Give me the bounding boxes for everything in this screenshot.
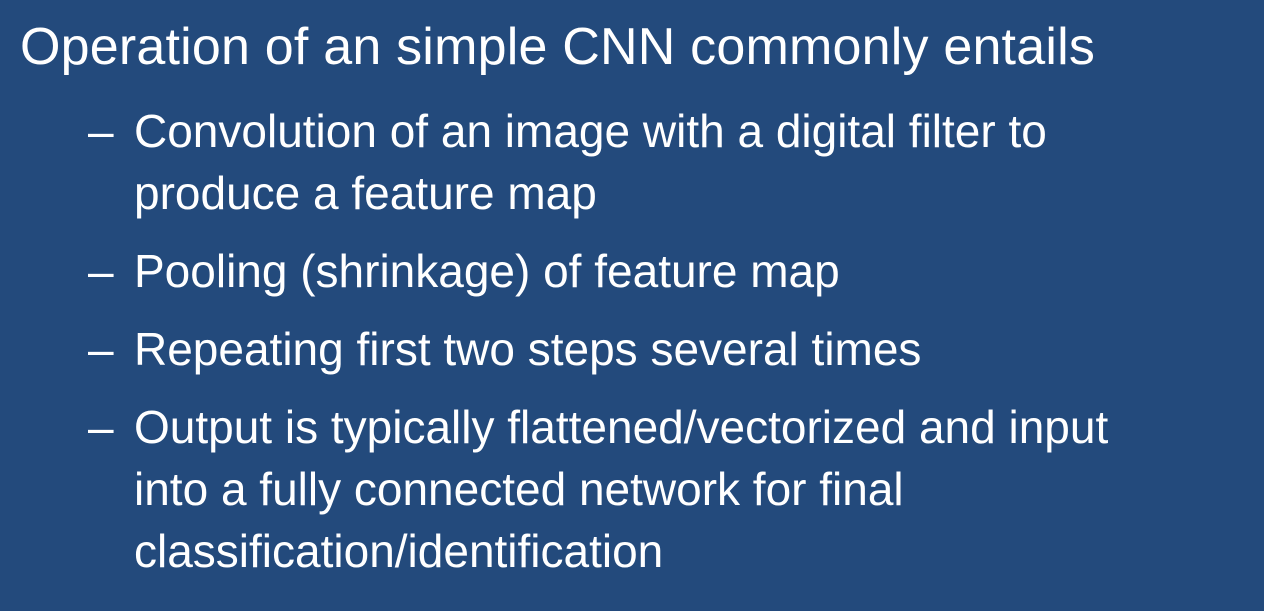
bullet-text: Pooling (shrinkage) of feature map	[134, 245, 840, 297]
bullet-item-convolution: – Convolution of an image with a digital…	[88, 100, 1234, 224]
dash-icon: –	[88, 323, 114, 375]
bullet-item-output: – Output is typically flattened/vectoriz…	[88, 396, 1234, 582]
dash-icon: –	[88, 245, 114, 297]
bullet-list: – Convolution of an image with a digital…	[20, 100, 1234, 582]
bullet-item-pooling: – Pooling (shrinkage) of feature map	[88, 240, 1234, 302]
bullet-text: Convolution of an image with a digital f…	[134, 105, 1047, 219]
bullet-text: Repeating first two steps several times	[134, 323, 922, 375]
slide-title: Operation of an simple CNN commonly enta…	[20, 18, 1096, 76]
bullet-text: Output is typically flattened/vectorized…	[134, 401, 1109, 577]
dash-icon: –	[88, 105, 114, 157]
bullet-item-repeating: – Repeating first two steps several time…	[88, 318, 1234, 380]
dash-icon: –	[88, 401, 114, 453]
